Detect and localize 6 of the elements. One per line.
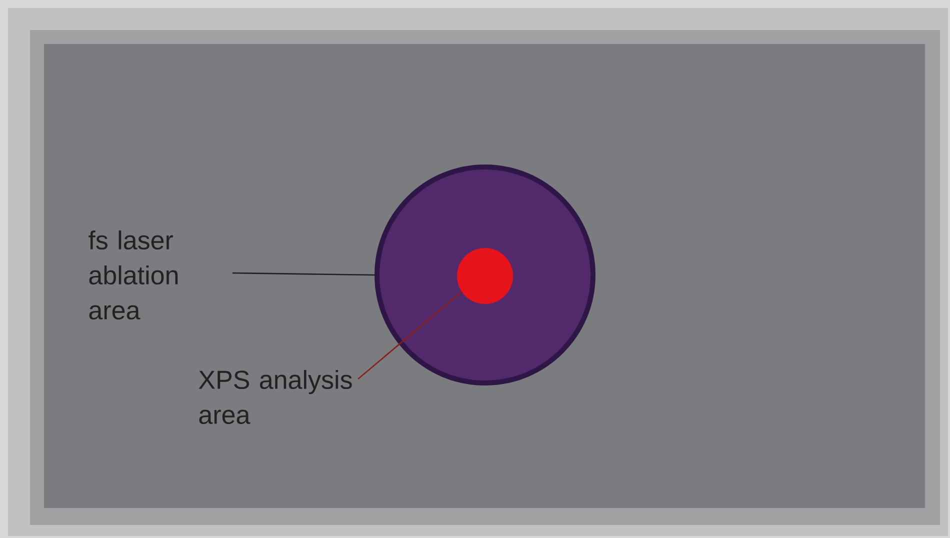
leader-label: XPS analysis area [198,370,352,424]
leader-label: fs laser ablation area [88,230,178,320]
leader-line [358,291,462,380]
ablation-spot [374,164,596,386]
analysis-spot [456,248,514,304]
leader-line [232,272,375,276]
